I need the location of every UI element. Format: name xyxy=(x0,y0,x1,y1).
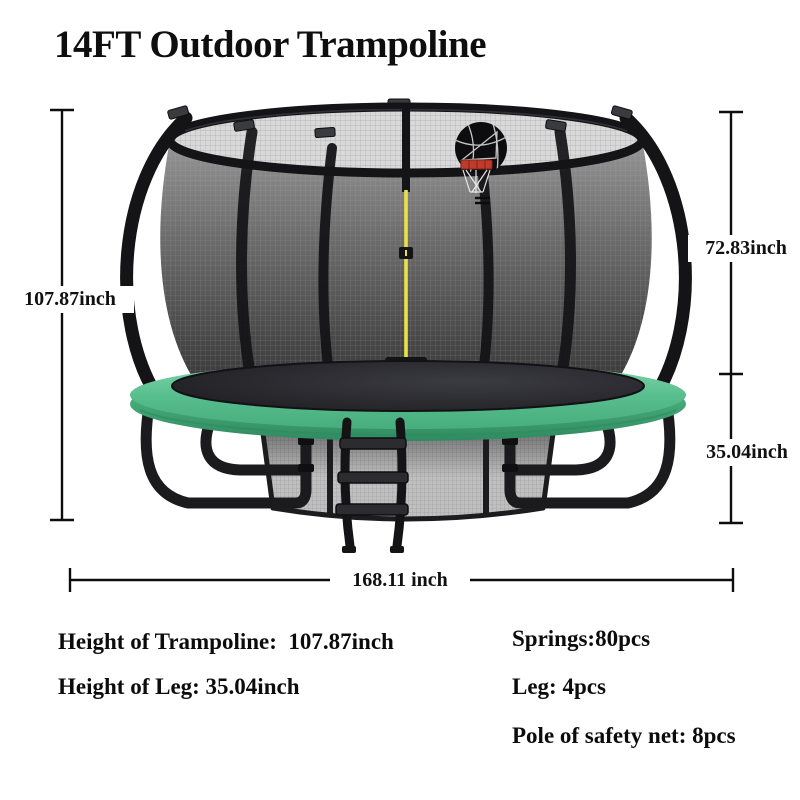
height-dimension-line xyxy=(50,108,74,522)
jumping-mat xyxy=(171,360,645,412)
leg-height-label: 35.04inch xyxy=(688,439,800,466)
net-height-label: 72.83inch xyxy=(688,235,800,262)
spec-leg-count: Leg: 4pcs xyxy=(512,674,606,699)
spec-leg-height: Height of Leg: 35.04inch xyxy=(58,674,300,699)
legs xyxy=(140,394,676,509)
page-title: 14FT Outdoor Trampoline xyxy=(54,23,487,66)
total-height-label: 107.87inch xyxy=(6,286,134,313)
basketball-hoop-icon xyxy=(455,122,507,205)
ladder-icon xyxy=(335,417,409,553)
frame-poles xyxy=(120,111,692,405)
spec-springs-count: Springs:80pcs xyxy=(512,626,651,651)
total-width-label: 168.11 inch xyxy=(330,567,470,594)
spec-trampoline-height: Height of Trampoline: 107.87inch xyxy=(58,629,394,654)
spec-net-pole-count: Pole of safety net: 8pcs xyxy=(512,723,736,748)
